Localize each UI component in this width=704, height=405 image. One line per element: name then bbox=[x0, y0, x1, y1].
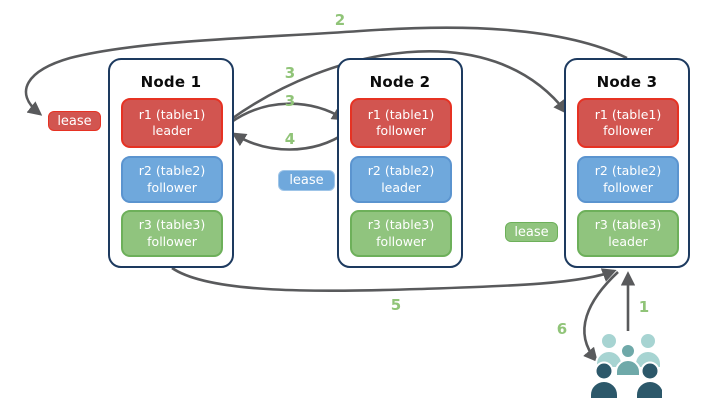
arrow-step6-node3-to-users bbox=[583, 271, 619, 363]
replica-role: follower bbox=[603, 123, 653, 138]
replica-role: leader bbox=[608, 233, 648, 249]
step-label-1: 1 bbox=[638, 298, 650, 316]
node1-title: Node 1 bbox=[140, 73, 202, 91]
arrow-step3-leader-to-node3 bbox=[229, 50, 568, 122]
step-label-4: 4 bbox=[284, 130, 296, 148]
lease-tag-r2: lease bbox=[278, 170, 335, 191]
replica-name: r3 (table3) bbox=[138, 217, 206, 233]
step-label-5: 5 bbox=[390, 296, 402, 314]
replica-name: r2 (table2) bbox=[367, 163, 435, 179]
node3-box: Node 3 r1 (table1) follower r2 (table2) … bbox=[564, 58, 690, 268]
arrow-step4-node2-to-leader bbox=[231, 130, 348, 151]
arrow-step3-leader-to-node2 bbox=[229, 102, 347, 125]
node2-box: Node 2 r1 (table1) follower r2 (table2) … bbox=[337, 58, 463, 268]
users-icon bbox=[589, 332, 662, 400]
replica-role: follower bbox=[376, 233, 426, 249]
replica-role: follower bbox=[603, 179, 653, 195]
node1-replica-r2: r2 (table2) follower bbox=[121, 156, 223, 203]
replica-name: r2 (table2) bbox=[594, 163, 662, 179]
arrow-step5-node1-to-node3 bbox=[171, 266, 617, 293]
lease-tag-r3: lease bbox=[505, 222, 558, 242]
step-label-2: 2 bbox=[334, 11, 346, 29]
step-label-3a: 3 bbox=[284, 64, 296, 82]
replica-role: follower bbox=[147, 179, 197, 195]
replica-name: r3 (table3) bbox=[367, 217, 435, 233]
replica-role: leader bbox=[152, 123, 192, 138]
node1-replica-r3: r3 (table3) follower bbox=[121, 210, 223, 257]
replica-role: follower bbox=[147, 233, 197, 249]
replica-name: r3 (table3) bbox=[594, 217, 662, 233]
node2-replica-r3: r3 (table3) follower bbox=[350, 210, 452, 257]
replica-role: follower bbox=[376, 123, 426, 138]
lease-tag-r1: lease bbox=[48, 111, 101, 131]
replica-role: leader bbox=[381, 179, 421, 195]
node2-replica-r1: r1 (table1) follower bbox=[350, 98, 452, 148]
replica-name: r1 (table1) bbox=[367, 106, 435, 122]
step-label-6: 6 bbox=[556, 320, 568, 338]
replica-name: r1 (table1) bbox=[138, 106, 206, 122]
node3-title: Node 3 bbox=[596, 73, 658, 91]
node3-replica-r2: r2 (table2) follower bbox=[577, 156, 679, 203]
step-label-3b: 3 bbox=[284, 92, 296, 110]
node3-replica-r3: r3 (table3) leader bbox=[577, 210, 679, 257]
node1-replica-r1: r1 (table1) leader bbox=[121, 98, 223, 148]
node3-replica-r1: r1 (table1) follower bbox=[577, 98, 679, 148]
node2-title: Node 2 bbox=[369, 73, 431, 91]
replica-name: r1 (table1) bbox=[594, 106, 662, 122]
node2-replica-r2: r2 (table2) leader bbox=[350, 156, 452, 203]
node1-box: Node 1 r1 (table1) leader r2 (table2) fo… bbox=[108, 58, 234, 268]
arrow-step2-node3-to-lease1 bbox=[24, 26, 628, 116]
replica-name: r2 (table2) bbox=[138, 163, 206, 179]
